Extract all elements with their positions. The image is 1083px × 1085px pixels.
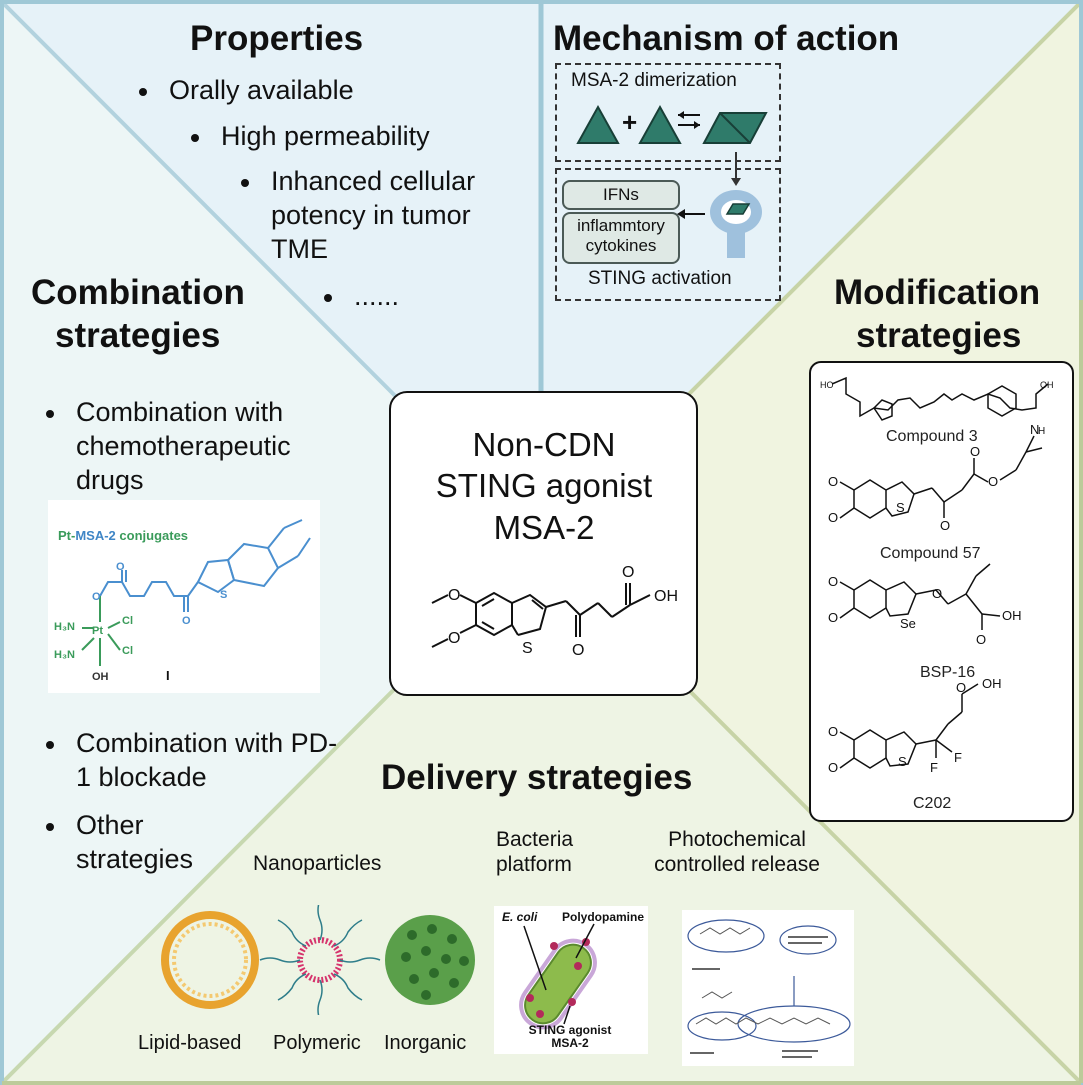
svg-text:O: O: [828, 610, 838, 625]
svg-text:OH: OH: [1002, 608, 1022, 623]
svg-text:Cl: Cl: [122, 645, 133, 657]
svg-text:O: O: [988, 474, 998, 489]
svg-text:O: O: [976, 632, 986, 647]
sting-activation-box: [555, 168, 781, 301]
center-card: [389, 391, 698, 696]
svg-text:O: O: [828, 574, 838, 589]
properties-item: Inhanced cellular potency in tumor TME: [235, 165, 515, 266]
combination-item: Combination with chemotherapeutic drugs: [40, 396, 340, 497]
compound-label: C202: [913, 795, 952, 812]
pt-conjugate-title: Pt-MSA-2 conjugates: [58, 528, 189, 543]
ecoli-graphic: [519, 923, 597, 1030]
ecoli-label: E. coli: [502, 910, 538, 924]
mechanism-title: Mechanism of action: [553, 19, 900, 58]
svg-text:O: O: [828, 760, 838, 775]
svg-text:H₃N: H₃N: [54, 649, 75, 661]
dimerization-graphic: +: [576, 104, 768, 144]
properties-item: Orally available: [133, 74, 354, 108]
svg-text:S: S: [896, 500, 905, 515]
photochemical-graphic: [687, 919, 851, 1058]
compounds-card: [809, 361, 1074, 822]
dimerization-label: MSA-2 dimerization: [571, 70, 737, 91]
svg-text:O: O: [932, 586, 942, 601]
agonist-label: STING agonist MSA-2: [528, 1023, 612, 1051]
properties-item: ......: [318, 280, 399, 314]
msa2-structure: O O S O O OH: [431, 564, 678, 659]
svg-text:O: O: [956, 680, 966, 695]
svg-text:HO: HO: [820, 380, 834, 390]
combination-item: Other strategies: [40, 809, 240, 877]
svg-text:N: N: [1030, 422, 1039, 437]
svg-text:O: O: [622, 564, 634, 581]
svg-text:Se: Se: [900, 616, 916, 631]
svg-text:O: O: [828, 724, 838, 739]
combination-title-line2: strategies: [55, 316, 221, 355]
svg-text:S: S: [220, 589, 227, 601]
svg-text:O: O: [828, 474, 838, 489]
delivery-title: Delivery strategies: [381, 758, 693, 797]
svg-text:Cl: Cl: [122, 615, 133, 627]
lipid-particle: [161, 911, 259, 1009]
nano-type-label: Lipid-based: [138, 1032, 242, 1054]
nano-type-label: Inorganic: [384, 1032, 467, 1054]
photochemical-figure: [682, 910, 854, 1066]
properties-item: High permeability: [185, 120, 430, 154]
cytokines-output: inflammtory cytokines: [562, 212, 680, 264]
ifns-output: IFNs: [562, 180, 680, 210]
modification-title-line2: strategies: [856, 316, 1022, 355]
bacteria-figure: E. coli Polydopamine STING agonist MSA-2: [494, 906, 648, 1054]
nanoparticles-graphic: [161, 905, 475, 1015]
svg-text:OH: OH: [92, 671, 109, 683]
nano-type-label: Polymeric: [273, 1032, 361, 1054]
svg-text:Pt: Pt: [92, 625, 103, 637]
pt-conjugate-structure: O O O S Pt H₃N H₃N Cl Cl OH: [54, 519, 311, 683]
properties-title: Properties: [190, 19, 364, 58]
combination-title-line1: Combination: [31, 273, 245, 312]
svg-text:O: O: [116, 561, 125, 573]
nanoparticles-label: Nanoparticles: [253, 852, 382, 875]
svg-text:O: O: [572, 642, 584, 659]
svg-text:S: S: [898, 754, 907, 769]
svg-text:S: S: [522, 640, 533, 657]
photochemical-label: Photochemical controlled release: [654, 828, 820, 877]
polydopamine-label: Polydopamine: [562, 910, 645, 924]
center-title: Non-CDN STING agonist MSA-2: [435, 426, 653, 546]
sting-activation-label: STING activation: [588, 268, 732, 289]
svg-text:OH: OH: [1040, 380, 1054, 390]
svg-text:O: O: [182, 615, 191, 627]
svg-text:O: O: [940, 518, 950, 533]
svg-text:O: O: [970, 444, 980, 459]
dimerization-box: [555, 63, 781, 162]
sting-graphic: [677, 152, 762, 258]
pt-conjugate-figure: Pt-MSA-2 conjugates O O O S Pt H₃N H₃N C…: [48, 500, 320, 693]
pt-conjugate-label: I: [166, 668, 170, 683]
svg-text:OH: OH: [654, 588, 678, 605]
combination-item: Combination with PD-1 blockade: [40, 727, 340, 795]
svg-text:OH: OH: [982, 676, 1002, 691]
svg-text:+: +: [622, 107, 637, 137]
svg-text:F: F: [930, 760, 938, 775]
modification-title-line1: Modification: [834, 273, 1041, 312]
svg-text:O: O: [448, 630, 460, 647]
compound-label: Compound 3: [886, 428, 978, 445]
svg-text:H₃N: H₃N: [54, 621, 75, 633]
svg-text:O: O: [828, 510, 838, 525]
svg-text:H: H: [1038, 426, 1045, 437]
svg-text:O: O: [448, 587, 460, 604]
svg-text:O: O: [92, 591, 101, 603]
bacteria-label: Bacteria platform: [496, 828, 574, 877]
compound-label: Compound 57: [880, 545, 981, 562]
compound-label: BSP-16: [920, 664, 976, 681]
svg-text:F: F: [954, 750, 962, 765]
